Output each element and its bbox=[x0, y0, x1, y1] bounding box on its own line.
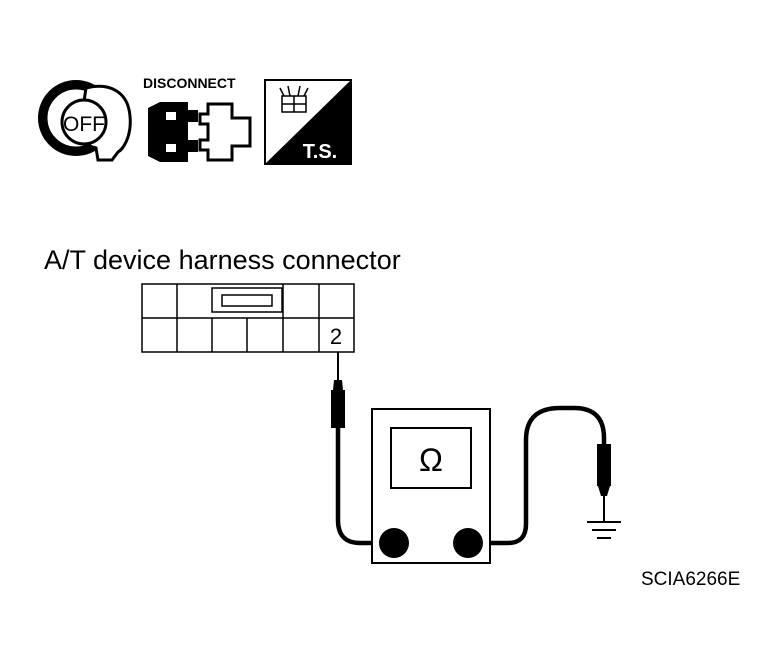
left-test-probe bbox=[331, 352, 345, 428]
ts-text: T.S. bbox=[303, 141, 337, 163]
ignition-off-text: OFF bbox=[63, 113, 105, 136]
harness-connector bbox=[141, 283, 355, 353]
connector-label: A/T device harness connector bbox=[44, 245, 401, 275]
terminal-number: 2 bbox=[330, 324, 342, 349]
figure-code: SCIA6266E bbox=[641, 569, 740, 590]
ohm-symbol: Ω bbox=[419, 442, 443, 478]
disconnect-text: DISCONNECT bbox=[143, 75, 236, 91]
ohmmeter: Ω bbox=[371, 408, 491, 564]
right-terminal-jack bbox=[453, 528, 483, 558]
connector-disconnect-icon: DISCONNECT bbox=[143, 75, 252, 162]
ignition-key-off-icon: OFF bbox=[38, 80, 132, 162]
ground-symbol bbox=[587, 521, 621, 539]
left-test-lead bbox=[335, 428, 392, 546]
special-service-tool-icon: T.S. bbox=[264, 79, 352, 165]
right-test-probe bbox=[597, 444, 611, 522]
left-terminal-jack bbox=[379, 528, 409, 558]
right-test-lead bbox=[470, 405, 607, 546]
